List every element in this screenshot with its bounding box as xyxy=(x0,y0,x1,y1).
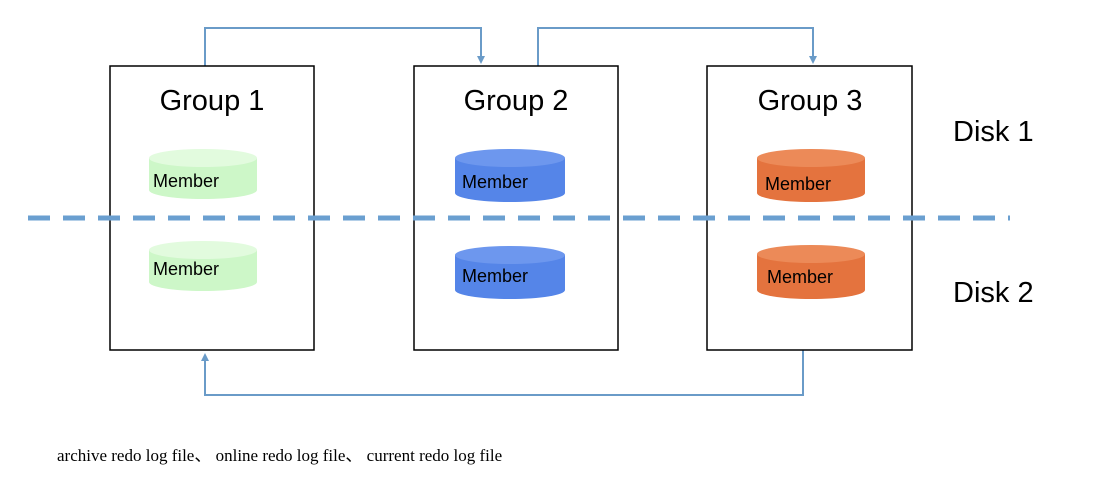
disk-1-label: Disk 1 xyxy=(953,116,1034,148)
group-2-member-disk-1: Member xyxy=(455,149,565,202)
disk-2-label: Disk 2 xyxy=(953,277,1034,309)
group-3-member-disk-1: Member xyxy=(757,149,865,202)
arrow-group2-to-group3 xyxy=(537,27,817,66)
member-label: Member xyxy=(153,259,219,279)
group-3-member-disk-2: Member xyxy=(757,245,865,299)
member-label: Member xyxy=(153,171,219,191)
member-label: Member xyxy=(765,174,831,194)
member-label: Member xyxy=(767,267,833,287)
group-3-title: Group 3 xyxy=(758,85,863,117)
group-2-title: Group 2 xyxy=(464,85,569,117)
arrow-group1-to-group2 xyxy=(204,27,485,66)
group-3-box: Group 3 xyxy=(706,65,913,351)
group-1-title: Group 1 xyxy=(160,85,265,117)
arrow-group3-to-group1 xyxy=(201,350,804,396)
member-label: Member xyxy=(462,266,528,286)
member-label: Member xyxy=(462,172,528,192)
group-1-member-disk-1: Member xyxy=(149,149,257,199)
group-1-box: Group 1 xyxy=(109,65,315,351)
caption-text: archive redo log file、 online redo log f… xyxy=(57,446,503,465)
group-2-member-disk-2: Member xyxy=(455,246,565,299)
group-2-box: Group 2 xyxy=(413,65,619,351)
group-1-member-disk-2: Member xyxy=(149,241,257,291)
